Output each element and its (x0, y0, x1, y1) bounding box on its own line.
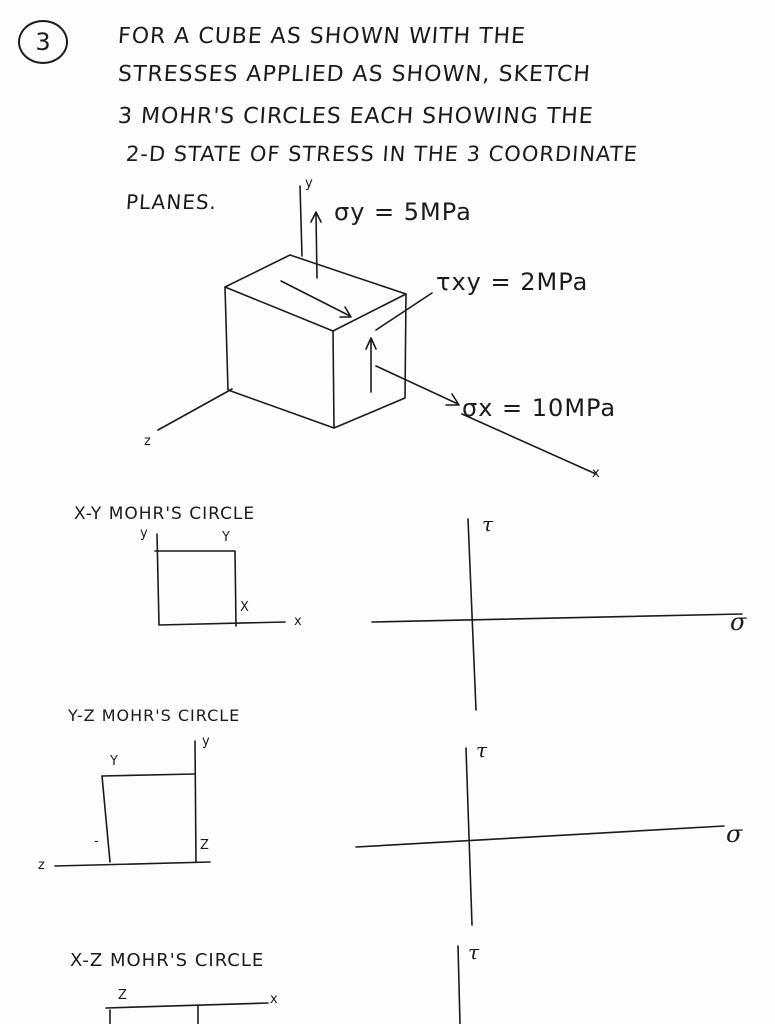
xz-section-title: X-Z MOHR'S CIRCLE (70, 950, 265, 971)
xy-face-h-axis: x (294, 614, 303, 629)
yz-tau-label: τ (476, 738, 489, 762)
z-axis-line (157, 388, 233, 431)
y-axis-line (299, 185, 303, 257)
xy-face-right-label: X (240, 600, 250, 615)
cube-diagram (157, 185, 597, 475)
xz-face-h-axis: x (270, 992, 279, 1007)
tau-top-arrow (280, 280, 352, 318)
sigma-x-arrow (375, 365, 460, 406)
xz-face-top-label: Z (118, 988, 128, 1003)
sigma-x-label: σx = 10MPa (462, 394, 617, 422)
xz-mohr-axes (457, 945, 461, 1024)
cube-front-face (224, 286, 335, 429)
xy-face-sketch (154, 533, 286, 627)
xy-sigma-label: σ (730, 608, 748, 636)
cube-axis-z: z (144, 434, 152, 449)
yz-mohr-axes (355, 747, 725, 926)
cube-top-face (224, 254, 407, 332)
xz-face-sketch (105, 1002, 269, 1024)
yz-face-sketch (54, 740, 211, 867)
problem-number: 3 (18, 20, 68, 64)
xy-section-title: X-Y MOHR'S CIRCLE (74, 504, 256, 524)
xy-mohr-axes (371, 518, 743, 711)
yz-face-h-axis: z (38, 858, 46, 873)
yz-face-v-axis: y (202, 734, 211, 749)
yz-face-dash: - (94, 834, 100, 849)
tau-xy-label: τxy = 2MPa (436, 268, 589, 296)
xz-tau-label: τ (468, 940, 481, 964)
tau-leader (375, 292, 433, 331)
yz-section-title: Y-Z MOHR'S CIRCLE (68, 706, 241, 725)
tau-side-arrow (365, 337, 377, 393)
x-axis-line (461, 413, 597, 475)
yz-face-top-label: Y (110, 754, 119, 769)
xy-tau-label: τ (482, 512, 495, 536)
sigma-y-arrow (310, 211, 322, 279)
xy-face-top-label: Y (222, 530, 231, 545)
yz-face-right-label: Z (200, 838, 210, 853)
cube-right-face (333, 293, 407, 429)
sigma-y-label: σy = 5MPa (334, 198, 472, 226)
cube-axis-y: y (305, 176, 314, 191)
cube-axis-x: x (592, 466, 601, 481)
xy-face-v-axis: y (140, 526, 149, 541)
yz-sigma-label: σ (726, 820, 744, 848)
